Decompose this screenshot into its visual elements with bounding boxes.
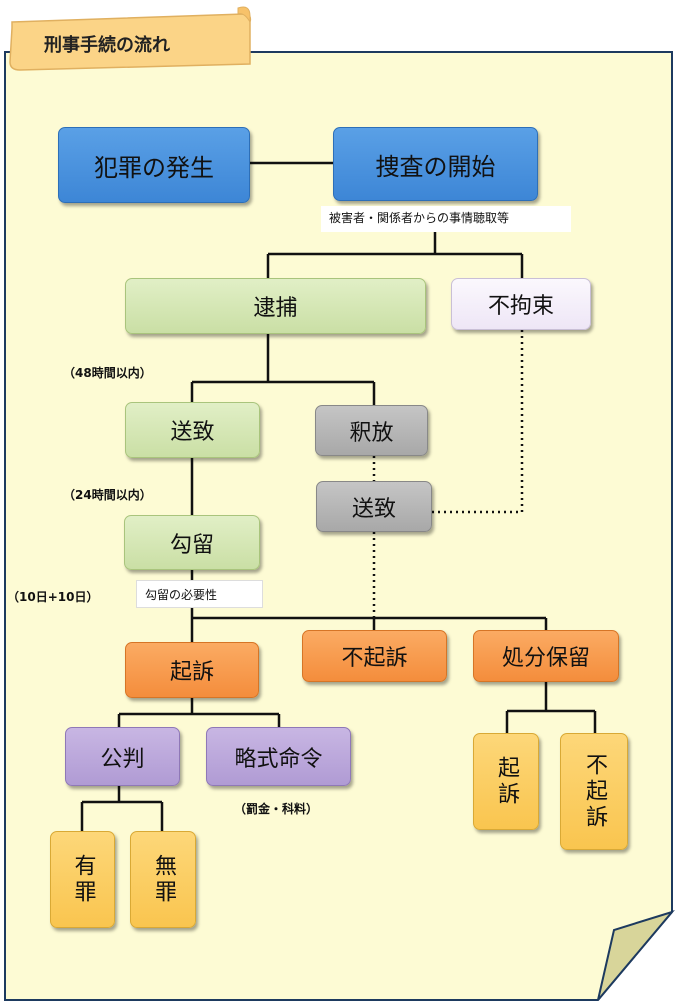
page-title: 刑事手続の流れ	[44, 35, 170, 56]
label-10-10-days: （10日+10日）	[7, 590, 99, 604]
node-detention: 勾留	[124, 515, 260, 570]
title-tab-curl	[237, 6, 251, 24]
dotted-connectors	[372, 330, 524, 618]
label-within-24h: （24時間以内）	[63, 488, 152, 502]
node-investigation: 捜査の開始	[333, 127, 538, 201]
node-arrest: 逮捕	[125, 278, 426, 334]
node-release: 釈放	[315, 405, 428, 456]
node-no-custody: 不拘束	[451, 278, 591, 330]
node-non-indict-2: 不起訴	[560, 733, 628, 850]
note-hearing: 被害者・関係者からの事情聴取等	[321, 206, 571, 232]
node-referral-2: 送致	[316, 481, 432, 532]
node-not-guilty: 無罪	[130, 831, 196, 928]
node-guilty: 有罪	[50, 831, 115, 928]
paper-fold	[597, 910, 675, 1001]
label-within-48h: （48時間以内）	[63, 366, 152, 380]
node-trial: 公判	[65, 727, 180, 786]
node-indict-2: 起訴	[473, 733, 539, 830]
connectors	[80, 161, 597, 831]
node-summary-order: 略式命令	[206, 727, 351, 786]
node-referral-1: 送致	[125, 402, 260, 458]
note-necessity: 勾留の必要性	[136, 580, 263, 608]
node-suspended: 処分保留	[473, 630, 619, 682]
node-non-indictment: 不起訴	[302, 630, 447, 682]
label-fine: （罰金・科料）	[234, 802, 319, 816]
node-indictment: 起訴	[125, 642, 259, 698]
node-crime: 犯罪の発生	[58, 127, 250, 203]
